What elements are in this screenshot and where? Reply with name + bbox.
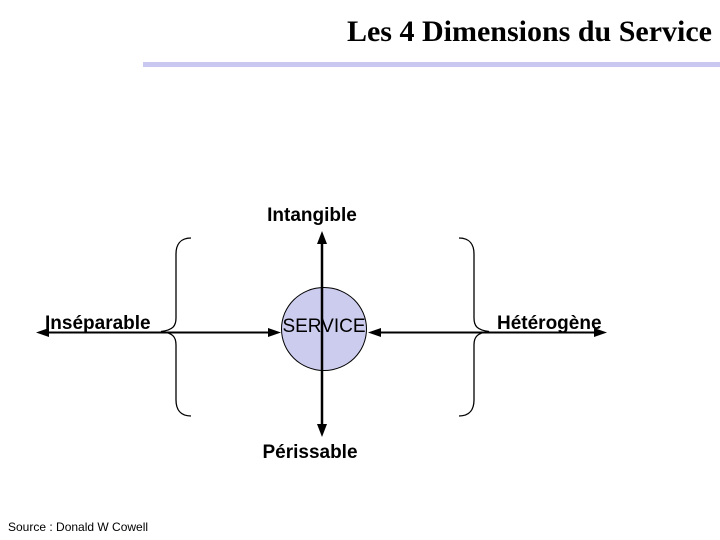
arrowhead-left-icon	[368, 328, 381, 337]
arrowhead-down-icon	[317, 424, 327, 437]
arrowhead-right-icon	[268, 328, 281, 337]
slide-title: Les 4 Dimensions du Service	[346, 15, 712, 48]
dimension-label-inseparable: Inséparable	[45, 313, 151, 334]
dimension-label-heterogene: Hétérogène	[497, 313, 602, 334]
dimension-label-perissable: Périssable	[262, 442, 358, 463]
source-credit: Source : Donald W Cowell	[8, 520, 149, 534]
service-circle	[281, 287, 367, 371]
left-brace	[160, 237, 192, 417]
right-brace	[458, 237, 490, 417]
service-center-label: SERVICE	[282, 316, 366, 337]
title-underline-bar	[143, 62, 720, 67]
dimension-label-intangible: Intangible	[267, 205, 357, 226]
arrowhead-up-icon	[317, 231, 327, 244]
